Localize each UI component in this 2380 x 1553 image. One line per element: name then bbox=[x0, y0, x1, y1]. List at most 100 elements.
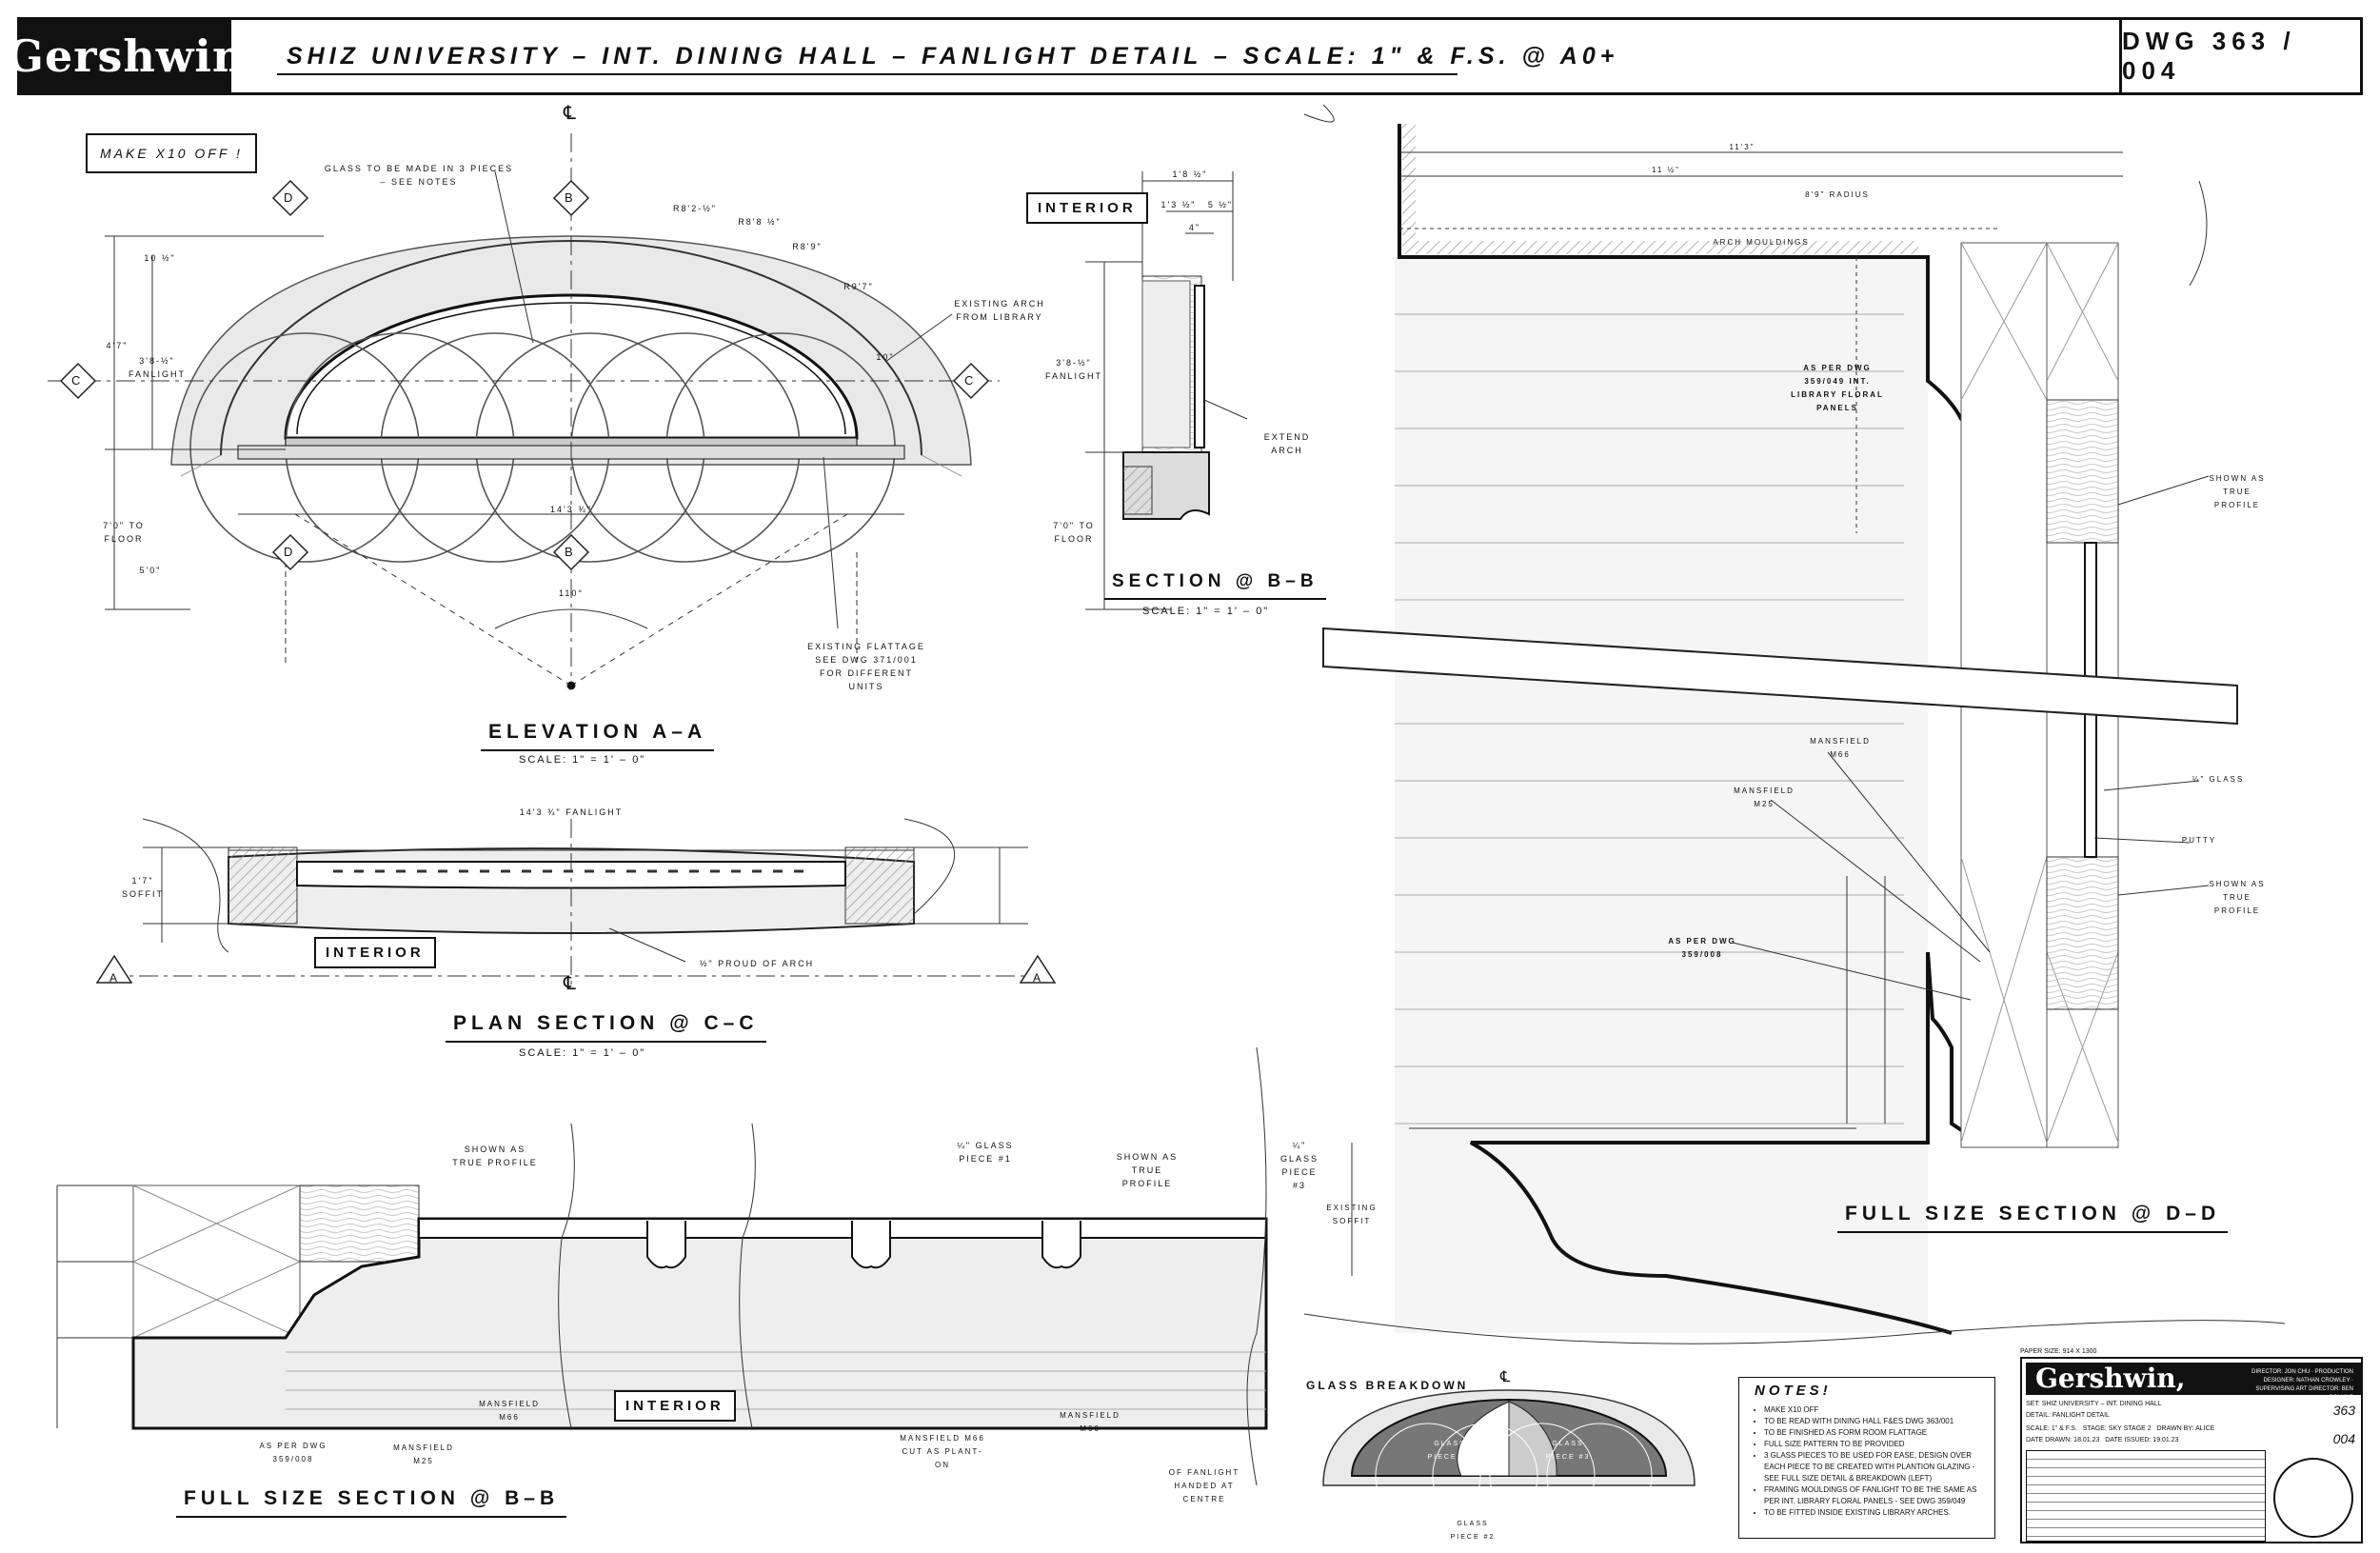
radius-3: R8'9" bbox=[792, 242, 823, 251]
elev-angle-dim: 110° bbox=[559, 588, 584, 598]
notes-title: NOTES! bbox=[1749, 1384, 1837, 1398]
bb2-centre-note: OF FANLIGHT HANDED AT CENTRE bbox=[1168, 1468, 1240, 1503]
dd-w2-dim: 11 ½" bbox=[1651, 166, 1681, 174]
cc-proud-note: ½" PROUD OF ARCH bbox=[699, 959, 815, 968]
centreline-elevation: ℄ bbox=[564, 103, 578, 124]
marker-d-top: D bbox=[284, 190, 295, 205]
title-underline bbox=[277, 73, 1458, 75]
title-block: Gershwin, DIRECTOR: JON CHU · PRODUCTION… bbox=[2020, 1357, 2363, 1543]
radius-2: R8'8 ½" bbox=[738, 217, 782, 227]
cc-interior-tag: INTERIOR bbox=[314, 937, 436, 968]
bb2-glass-3: ¼" GLASS PIECE #3 bbox=[1279, 1141, 1319, 1190]
tb-set-no: 363 bbox=[2332, 1403, 2355, 1418]
glass-piece-2: GLASS PIECE #2 bbox=[1450, 1521, 1496, 1541]
marker-d-bottom: D bbox=[284, 545, 295, 559]
dd-soffit-note: EXISTING SOFFIT bbox=[1326, 1204, 1378, 1225]
elev-flattage-note: EXISTING FLATTAGE SEE DWG 371/001 FOR DI… bbox=[807, 642, 925, 691]
bb-tofloor-dim: 7'0" TO FLOOR bbox=[1053, 521, 1095, 544]
elev-h2-dim: 5'0" bbox=[139, 566, 162, 575]
sheet-title: SHIZ UNIVERSITY – INT. DINING HALL – FAN… bbox=[287, 43, 1619, 70]
dd-putty-note: PUTTY bbox=[2181, 836, 2217, 845]
tb-stage-value: SKY STAGE 2 bbox=[2108, 1425, 2152, 1432]
glass-breakdown bbox=[1322, 1389, 1696, 1529]
centreline-plan: ℄ bbox=[564, 973, 578, 994]
gershwin-logo: Gershwin bbox=[7, 20, 244, 92]
tb-scale-value: 1" & F.S. bbox=[2051, 1425, 2077, 1432]
note-item: MAKE X10 OFF bbox=[1764, 1404, 1981, 1416]
bb2-m66-note: MANSFIELD M66 bbox=[479, 1400, 540, 1422]
radius-1: R8'2-½" bbox=[673, 204, 717, 213]
tb-scale-row: SCALE: 1" & F.S. STAGE: SKY STAGE 2 DRAW… bbox=[2026, 1425, 2215, 1432]
full-size-section-d-d bbox=[1303, 104, 2286, 1344]
bb-interior-tag: INTERIOR bbox=[1026, 192, 1148, 224]
elev-h1-dim: 4'7" bbox=[106, 341, 129, 350]
title-bar: Gershwin SHIZ UNIVERSITY – INT. DINING H… bbox=[7, 17, 2363, 95]
glass-breakdown-title: GLASS BREAKDOWN bbox=[1306, 1379, 1469, 1392]
note-item: TO BE FINISHED AS FORM ROOM FLATTAGE bbox=[1764, 1427, 1981, 1439]
centreline-glass: ℄ bbox=[1500, 1369, 1513, 1385]
elev-glass-note: GLASS TO BE MADE IN 3 PIECES – SEE NOTES bbox=[324, 164, 514, 187]
titleblock-logo-text: Gershwin, bbox=[2035, 1363, 2186, 1394]
marker-a-right: A bbox=[1033, 971, 1043, 985]
marker-c-left: C bbox=[71, 373, 83, 388]
elevation-title: ELEVATION A–A bbox=[481, 721, 715, 751]
dd-glass-note: ¼" GLASS bbox=[2192, 775, 2245, 784]
marker-a-left: A bbox=[109, 971, 120, 985]
bb-w3-dim: 5 ½" bbox=[1207, 200, 1234, 209]
bb2-interior-tag: INTERIOR bbox=[614, 1390, 736, 1422]
plan-section-title: PLAN SECTION @ C–C bbox=[446, 1012, 766, 1043]
marker-c-right: C bbox=[964, 373, 976, 388]
tb-drawing-no: 004 bbox=[2332, 1431, 2355, 1446]
dd-w1-dim: 11'3" bbox=[1729, 143, 1755, 151]
note-item: 3 GLASS PIECES TO BE USED FOR EASE, DESI… bbox=[1764, 1450, 1981, 1484]
elev-width-dim: 14'3 ¾" bbox=[550, 505, 592, 514]
marker-b-top: B bbox=[565, 190, 575, 205]
tb-date-drawn: 18.01.23 bbox=[2073, 1437, 2100, 1443]
bb-fanlight-dim: 3'8-½" FANLIGHT bbox=[1044, 358, 1102, 381]
tb-detail-value: FANLIGHT DETAIL bbox=[2052, 1412, 2110, 1419]
bb-extend-note: EXTEND ARCH bbox=[1263, 432, 1311, 455]
elev-tofloor-dim: 7'0" TO FLOOR bbox=[103, 521, 145, 544]
dd-true-profile-2: SHOWN AS TRUE PROFILE bbox=[2209, 880, 2266, 915]
tb-dates-row: DATE DRAWN: 18.01.23 DATE ISSUED: 19.01.… bbox=[2026, 1437, 2179, 1443]
tb-set: SET: SHIZ UNIVERSITY – INT. DINING HALL bbox=[2026, 1401, 2162, 1407]
full-size-dd-title: FULL SIZE SECTION @ D–D bbox=[1837, 1203, 2229, 1233]
note-item: FULL SIZE PATTERN TO BE PROVIDED bbox=[1764, 1439, 1981, 1450]
bb2-dwg-note: AS PER DWG 359/008 bbox=[259, 1442, 327, 1463]
elev-fanlight-dim: 3'8-½" FANLIGHT bbox=[128, 356, 186, 379]
note-item: FRAMING MOULDINGS OF FANLIGHT TO BE THE … bbox=[1764, 1484, 1981, 1507]
titleblock-logo: Gershwin, DIRECTOR: JON CHU · PRODUCTION… bbox=[2026, 1363, 2361, 1401]
tb-date-issued: 19.01.23 bbox=[2152, 1437, 2179, 1443]
tb-drawn-value: ALICE bbox=[2195, 1425, 2215, 1432]
radius-4: R9'7" bbox=[843, 282, 874, 291]
dd-dwg-note: AS PER DWG 359/008 bbox=[1668, 937, 1736, 959]
bb2-true-profile-2: SHOWN AS TRUE PROFILE bbox=[1116, 1152, 1179, 1188]
full-size-section-b-b bbox=[56, 1046, 1268, 1486]
section-markers-elevation bbox=[59, 179, 990, 571]
glass-piece-3: GLASS PIECE #3 bbox=[1545, 1441, 1591, 1461]
paper-size: PAPER SIZE: 914 X 1300 bbox=[2020, 1348, 2097, 1355]
dd-radius-dim: 8'9" RADIUS bbox=[1805, 190, 1870, 199]
elevation-scale: SCALE: 1" = 1' – 0" bbox=[519, 754, 646, 766]
bb2-m66-note-c: MANSFIELD M66 bbox=[1060, 1411, 1121, 1433]
dd-floral-note: AS PER DWG 359/049 INT. LIBRARY FLORAL P… bbox=[1791, 364, 1884, 412]
bb-w1-dim: 1'8 ½" bbox=[1172, 169, 1208, 179]
notes-box: NOTES! MAKE X10 OFF TO BE READ WITH DINI… bbox=[1738, 1377, 1995, 1539]
dd-m25-note: MANSFIELD M25 bbox=[1734, 786, 1795, 808]
bb2-m25-note: MANSFIELD M25 bbox=[393, 1443, 454, 1465]
titleblock-credits: DIRECTOR: JON CHU · PRODUCTION DESIGNER:… bbox=[2251, 1369, 2353, 1401]
tb-detail: DETAIL: FANLIGHT DETAIL bbox=[2026, 1412, 2110, 1419]
bb2-true-profile: SHOWN AS TRUE PROFILE bbox=[452, 1145, 538, 1167]
gershwin-monogram bbox=[2273, 1458, 2353, 1538]
elevation-a-a bbox=[48, 133, 1000, 690]
marker-b-bottom: B bbox=[565, 545, 575, 559]
note-item: TO BE FITTED INSIDE EXISTING LIBRARY ARC… bbox=[1764, 1507, 1981, 1519]
bb-w4-dim: 4" bbox=[1188, 223, 1201, 232]
plan-section-c-c bbox=[95, 818, 1057, 990]
distribution-grid bbox=[2026, 1450, 2266, 1542]
note-item: TO BE READ WITH DINING HALL F&ES DWG 363… bbox=[1764, 1416, 1981, 1427]
drawing-number: DWG 363 / 004 bbox=[2119, 20, 2360, 92]
section-bb-scale: SCALE: 1" = 1' – 0" bbox=[1142, 606, 1270, 617]
cc-soffit-dim: 1'7" SOFFIT bbox=[122, 876, 164, 899]
